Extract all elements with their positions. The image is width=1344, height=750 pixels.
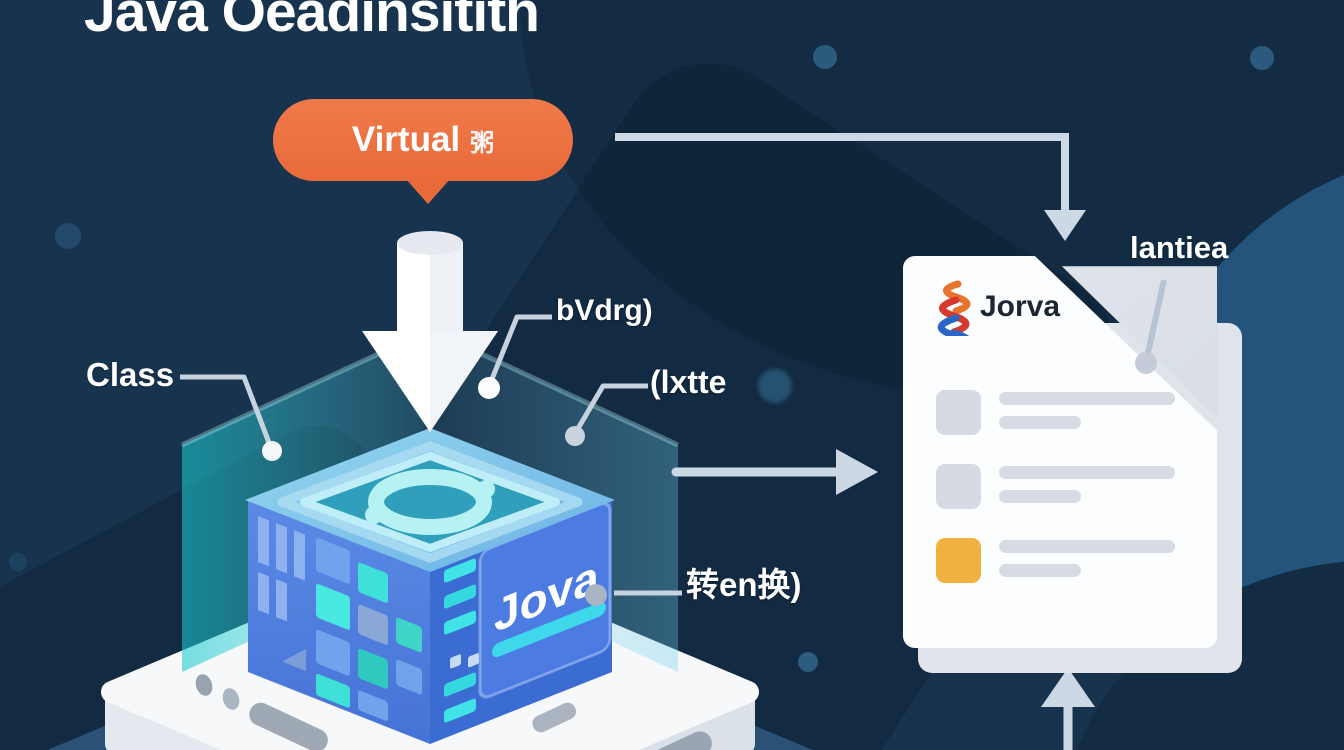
virtual-callout: Virtual 粥 [273, 99, 573, 181]
leader-class [180, 374, 274, 449]
arrow-up-icon [1041, 668, 1095, 707]
background-dot [813, 45, 837, 69]
convert-label: 转en换) [686, 566, 802, 603]
callout-label: Virtual [351, 120, 461, 159]
list-item [936, 464, 1175, 509]
text-placeholder-bar [999, 416, 1081, 429]
list-item [936, 390, 1175, 435]
card-logo-text: Jorva [980, 290, 1061, 323]
row-thumbnail-highlight [936, 538, 981, 583]
row-thumbnail [936, 464, 981, 509]
callout-suffix: 粥 [470, 129, 495, 157]
bytecode-label: bVdrg) [556, 294, 653, 327]
text-placeholder-bar [999, 490, 1081, 503]
text-placeholder-bar [999, 564, 1081, 577]
list-item [936, 538, 1175, 583]
background-dot [55, 223, 81, 249]
java-swirl-icon [937, 280, 971, 336]
execute-label: (lxtte [650, 364, 727, 400]
text-placeholder-bar [999, 540, 1175, 553]
page-title: Java Oeadinsitith [84, 0, 540, 44]
text-placeholder-bar [999, 392, 1175, 405]
background-dot [758, 369, 792, 403]
callout-tail [405, 178, 451, 204]
row-thumbnail [936, 390, 981, 435]
background-dot [1250, 46, 1274, 70]
card-content-rows [936, 390, 1175, 583]
card-logo-row: Jorva [928, 278, 1060, 336]
background-dot [798, 652, 818, 672]
text-placeholder-bar [999, 466, 1175, 479]
class-label: Class [86, 356, 175, 393]
background-dot [9, 553, 27, 571]
runtime-label: lantiea [1130, 230, 1229, 265]
